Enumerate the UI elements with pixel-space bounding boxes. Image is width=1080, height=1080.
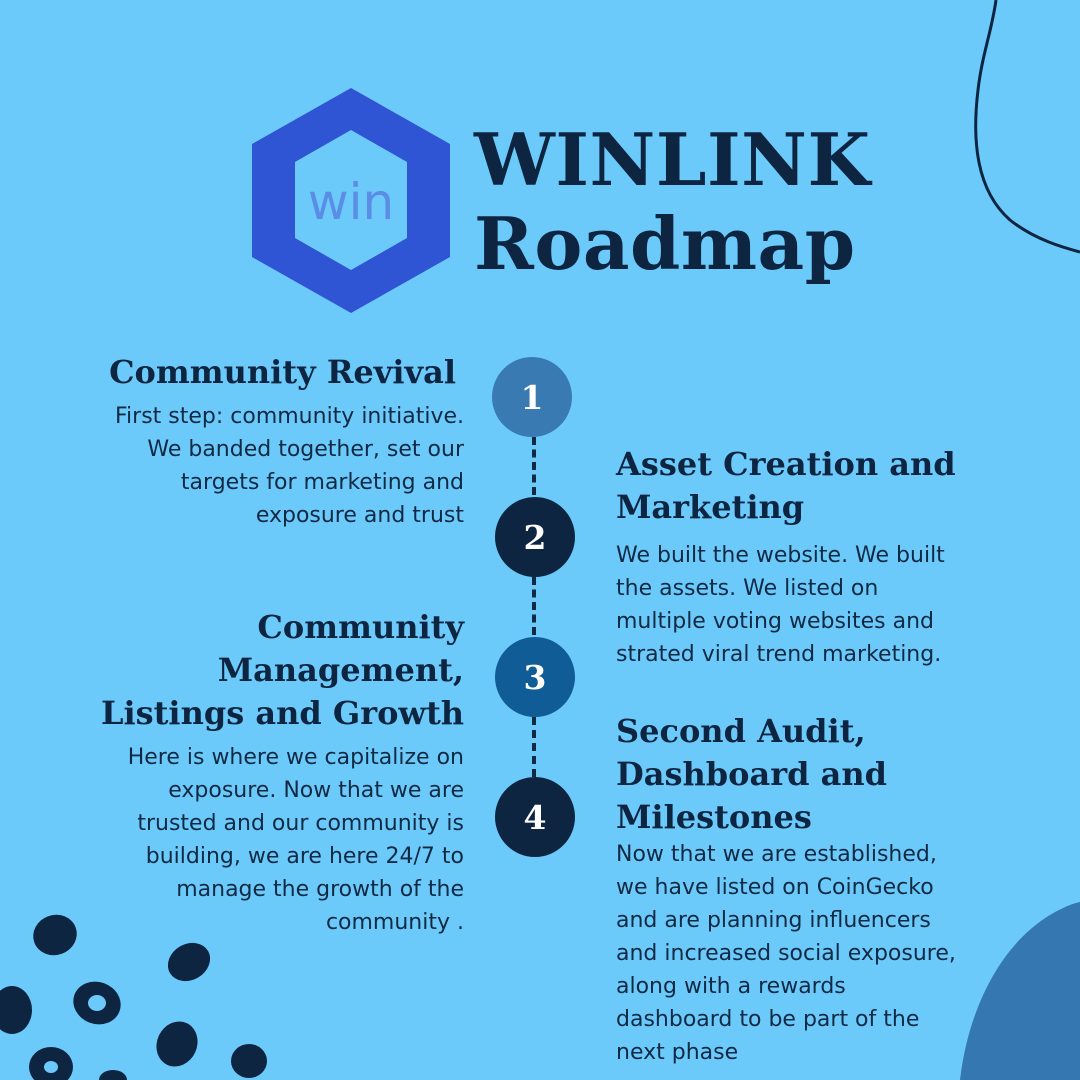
step-2-badge: 2 xyxy=(495,497,575,577)
connector-3-4 xyxy=(532,717,536,777)
step-1-title: Community Revival xyxy=(109,353,456,391)
step-3-badge: 3 xyxy=(495,637,575,717)
step-2-description: We built the website. We built the asset… xyxy=(616,543,945,667)
connector-2-3 xyxy=(532,577,536,635)
connector-1-2 xyxy=(532,437,536,495)
dots-decoration xyxy=(0,914,267,1080)
step-1-badge: 1 xyxy=(492,357,572,437)
title-line-1: WINLINK xyxy=(474,117,871,202)
step-1-description: First step: community initiative. We ban… xyxy=(114,404,464,528)
corner-blob-decoration xyxy=(960,902,1080,1080)
step-3-description: Here is where we capitalize on exposure.… xyxy=(127,745,464,935)
title-line-2: Roadmap xyxy=(474,201,856,286)
winlink-logo xyxy=(252,88,450,313)
step-2-title: Asset Creation and Marketing xyxy=(616,445,956,526)
step-3-title: Community Management, Listings and Growt… xyxy=(100,608,464,732)
step-4-badge: 4 xyxy=(495,777,575,857)
step-4-title: Second Audit, Dashboard and Milestones xyxy=(616,712,887,836)
logo-wordmark: win xyxy=(307,172,395,231)
step-4-description: Now that we are established, we have lis… xyxy=(616,842,956,1065)
curly-line-decoration xyxy=(974,0,1080,254)
page-title: WINLINK Roadmap xyxy=(474,118,894,286)
